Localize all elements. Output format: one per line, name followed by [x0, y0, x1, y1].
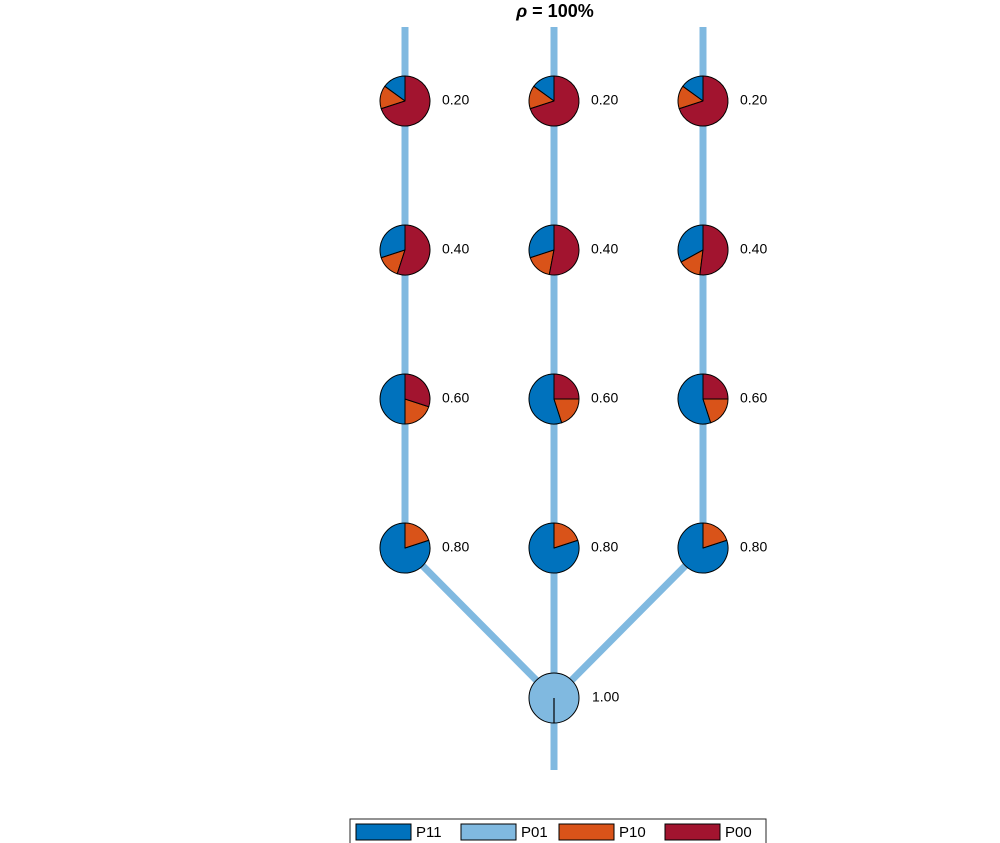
title-rest: = 100% — [527, 1, 594, 21]
branch-line-3-root — [551, 545, 706, 701]
branch-line-1-root — [402, 545, 557, 701]
legend: P11 P01 P10 P00 — [349, 818, 767, 843]
pie-branch-1-node-4-slice-p00 — [380, 75, 431, 127]
pie-branch-3-node-1-slice-p10 — [702, 522, 728, 549]
pie-branch-3-node-3 — [677, 224, 729, 276]
legend-swatch-p10 — [558, 823, 615, 841]
pie-branch-1-node-2-label: 0.60 — [442, 390, 469, 406]
pie-nodes: 1.00 0.80 0.60 0.40 0.20 0.80 0.60 0.40 0.20 0.80… — [379, 75, 767, 724]
pie-branch-1-node-1-slice-p10 — [404, 522, 430, 549]
pie-branch-1-node-1 — [379, 522, 431, 574]
pie-branch-2-node-2 — [528, 373, 580, 425]
pie-branch-1-node-3-slice-p11 — [379, 224, 406, 259]
pie-branch-1-node-4-label: 0.20 — [442, 92, 469, 108]
pie-branch-1-node-3 — [379, 224, 431, 276]
pie-branch-3-node-4-label: 0.20 — [740, 92, 767, 108]
pie-branch-2-node-3-slice-p11 — [528, 224, 555, 259]
pie-branch-2-node-2-slice-p00 — [553, 373, 580, 400]
pie-branch-3-node-1-label: 0.80 — [740, 539, 767, 555]
pie-branch-2-node-2-label: 0.60 — [591, 390, 618, 406]
pie-branch-2-node-1-slice-p10 — [553, 522, 579, 549]
pie-branch-1-node-4 — [379, 75, 431, 127]
pie-branch-1-node-3-slice-p00 — [396, 224, 431, 276]
pie-branch-3-node-4-slice-p00 — [678, 75, 729, 127]
pie-branch-1-node-1-label: 0.80 — [442, 539, 469, 555]
pie-branch-1-node-2 — [379, 373, 431, 425]
pie-branch-3-node-2 — [677, 373, 729, 425]
pie-branch-2-node-4-label: 0.20 — [591, 92, 618, 108]
pie-branch-3-node-3-label: 0.40 — [740, 241, 767, 257]
pie-branch-3-node-3-slice-p00 — [699, 224, 729, 276]
branch-lines — [401, 27, 707, 770]
legend-swatch-p01 — [460, 823, 517, 841]
legend-swatch-p00 — [664, 823, 721, 841]
pie-branch-3-node-2-slice-p00 — [702, 373, 729, 400]
pie-branch-2-node-4 — [528, 75, 580, 127]
chart-title: ρ = 100% — [515, 1, 593, 21]
legend-label-p10: P10 — [619, 824, 646, 841]
pie-branch-3-node-3-slice-p11 — [677, 224, 704, 263]
pie-branch-3-node-4 — [677, 75, 729, 127]
pie-branch-3-node-1 — [677, 522, 729, 574]
legend-swatch-p11 — [355, 823, 412, 841]
pie-branch-2-node-3-label: 0.40 — [591, 241, 618, 257]
pie-branch-1-node-2-slice-p11 — [379, 373, 406, 425]
root-pie — [528, 672, 580, 724]
pie-branch-2-node-3 — [528, 224, 580, 276]
pie-branch-2-node-1-slice-p11 — [528, 522, 580, 574]
title-symbol: ρ — [515, 1, 527, 21]
pie-branch-2-node-4-slice-p00 — [529, 75, 580, 127]
legend-label-p01: P01 — [521, 824, 548, 841]
pie-branch-3-node-1-slice-p11 — [677, 522, 729, 574]
pie-branch-3-node-2-label: 0.60 — [740, 390, 767, 406]
pie-branch-2-node-1-label: 0.80 — [591, 539, 618, 555]
pie-branch-1-node-2-slice-p00 — [404, 373, 431, 408]
root-pie-label: 1.00 — [592, 689, 619, 705]
pie-branch-1-node-3-label: 0.40 — [442, 241, 469, 257]
legend-label-p11: P11 — [416, 824, 442, 841]
pie-branch-1-node-1-slice-p11 — [379, 522, 431, 574]
pie-branch-2-node-3-slice-p00 — [548, 224, 580, 276]
pie-branch-2-node-1 — [528, 522, 580, 574]
legend-label-p00: P00 — [725, 824, 752, 841]
